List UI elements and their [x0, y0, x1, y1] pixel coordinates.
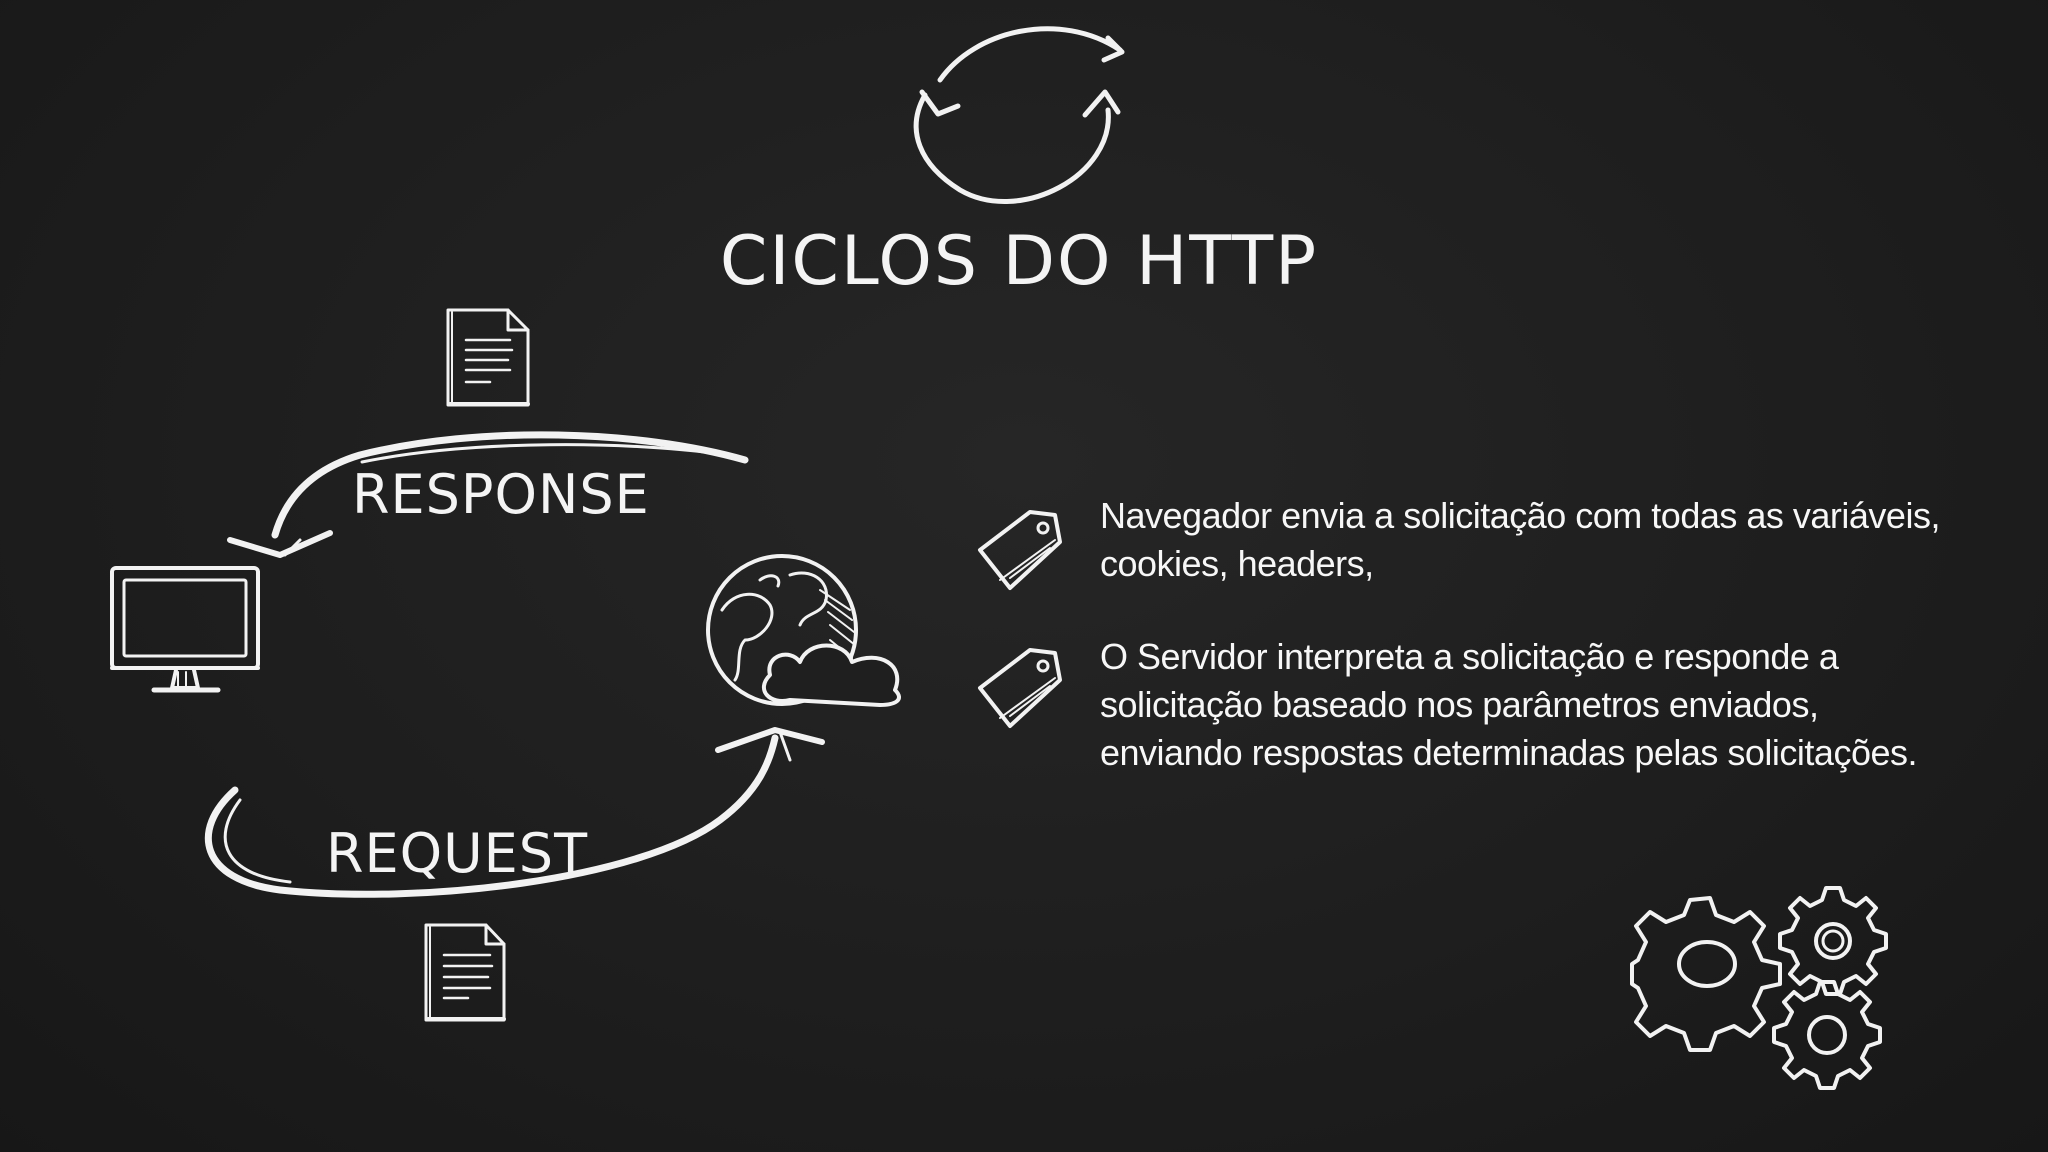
gears-icon	[1630, 886, 1888, 1090]
request-arrow	[205, 727, 825, 898]
document-icon	[446, 308, 530, 407]
response-label: RESPONSE	[352, 463, 650, 526]
tag-icon	[978, 510, 1062, 590]
request-label: REQUEST	[326, 822, 589, 885]
cycle-arrows-icon	[913, 26, 1125, 204]
bullet-item: O Servidor interpreta a solicitação e re…	[1100, 636, 1917, 773]
tag-icon	[978, 648, 1062, 728]
response-arrow	[227, 431, 749, 558]
page-title: CICLOS DO HTTP	[719, 222, 1319, 301]
bullet-list: Navegador envia a solicitação com todas …	[1100, 492, 1960, 822]
globe-cloud-icon	[706, 554, 901, 707]
bullet-item: Navegador envia a solicitação com todas …	[1100, 495, 1940, 584]
monitor-icon	[110, 566, 260, 693]
document-icon	[424, 923, 506, 1022]
